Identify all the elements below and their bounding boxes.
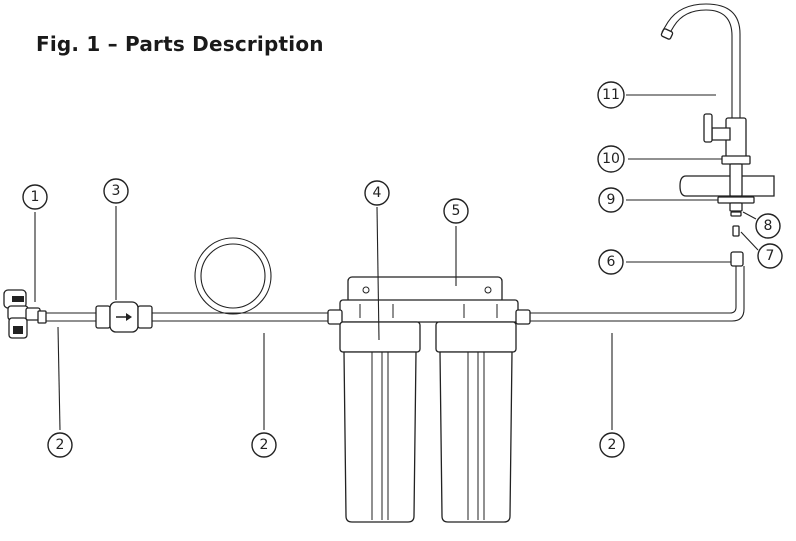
callout-11-label: 11: [602, 87, 620, 103]
feed-valve: [3, 289, 47, 339]
filter-housings: [339, 321, 517, 523]
leader-lines: [34, 94, 759, 431]
callout-7-label: 7: [766, 248, 775, 264]
callout-1: 1: [22, 184, 48, 210]
callout-9-label: 9: [607, 192, 616, 208]
callout-2-middle: 2: [251, 432, 277, 458]
callout-7: 7: [757, 243, 783, 269]
callout-3: 3: [103, 178, 129, 204]
tubing: [46, 237, 745, 322]
callout-2-left: 2: [47, 432, 73, 458]
callout-8-label: 8: [764, 218, 773, 234]
callout-9: 9: [598, 187, 624, 213]
callout-5-label: 5: [452, 203, 461, 219]
check-valve: [95, 301, 153, 333]
callout-4: 4: [364, 180, 390, 206]
callout-1-label: 1: [31, 189, 40, 205]
callout-5: 5: [443, 198, 469, 224]
callout-2-left-label: 2: [56, 437, 65, 453]
callout-10: 10: [597, 145, 625, 173]
callout-8: 8: [755, 213, 781, 239]
figure-title: Fig. 1 – Parts Description: [36, 32, 324, 56]
callout-6-label: 6: [607, 254, 616, 270]
mounting-bracket: [327, 276, 531, 325]
callout-3-label: 3: [112, 183, 121, 199]
callout-2-right: 2: [599, 432, 625, 458]
callout-10-label: 10: [602, 151, 620, 167]
faucet: [660, 3, 775, 267]
callout-11: 11: [597, 81, 625, 109]
callout-4-label: 4: [373, 185, 382, 201]
callout-2-middle-label: 2: [260, 437, 269, 453]
callout-6: 6: [598, 249, 624, 275]
callout-2-right-label: 2: [608, 437, 617, 453]
